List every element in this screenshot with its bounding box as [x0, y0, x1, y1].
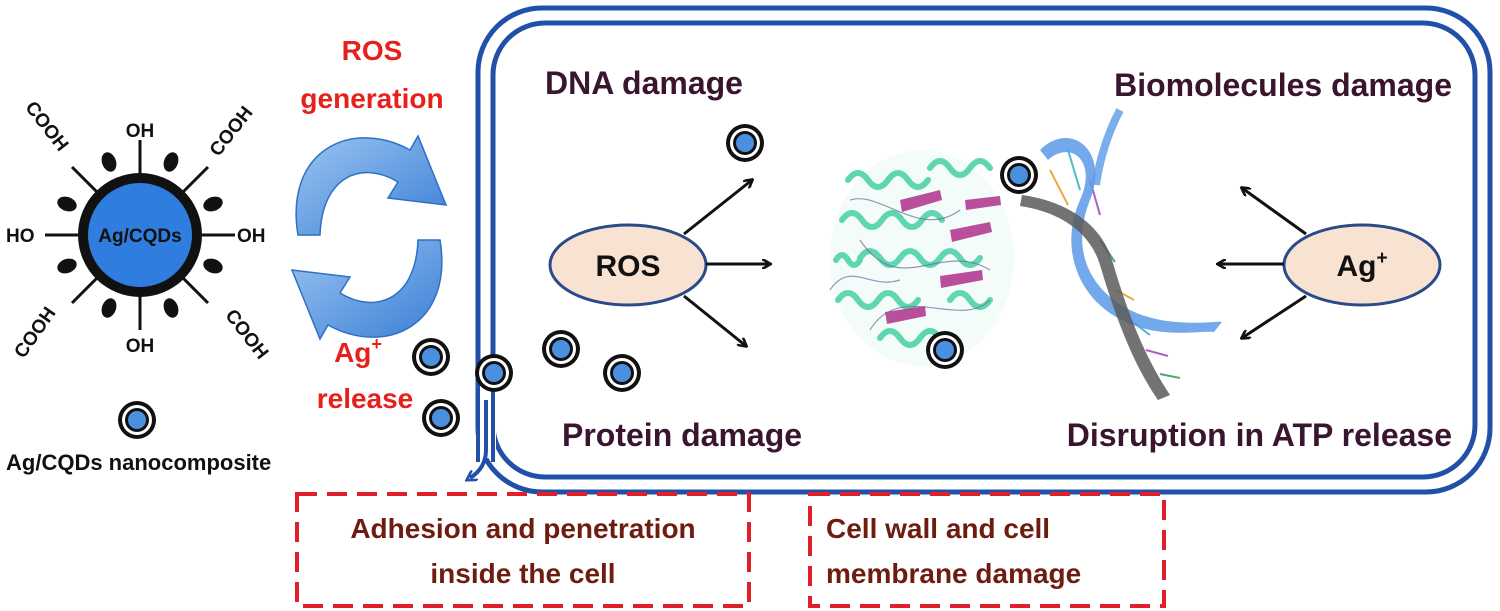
nanoparticle-sphere — [412, 338, 450, 376]
penetration-arrow — [470, 400, 488, 478]
ag-node-label: Ag+ — [1336, 248, 1387, 283]
ag-arrow-down — [1242, 294, 1307, 338]
ros-node: ROS — [548, 223, 708, 307]
ros-arrow-up — [683, 180, 752, 236]
group-oh-bottom: OH — [126, 336, 155, 357]
ag-arrow-up — [1242, 188, 1307, 236]
nanoparticle-sphere — [726, 124, 764, 162]
biomolecules-damage-label: Biomolecules damage — [1114, 67, 1452, 103]
nanoparticle-sphere — [542, 330, 580, 368]
nanoparticle-sphere — [422, 399, 460, 437]
cycle-arrow-lower — [290, 239, 443, 341]
group-cooh-lower-left: COOH — [11, 303, 61, 362]
group-cooh-lower-right: COOH — [221, 306, 273, 364]
cycle-generation-label: generation — [300, 83, 443, 114]
cell — [470, 5, 1493, 495]
particle-core-label: Ag/CQDs — [98, 226, 181, 247]
cycle: ROS generation Ag+ release — [290, 35, 448, 414]
group-ho-left: HO — [6, 226, 35, 247]
group-cooh-upper-left: COOH — [21, 98, 73, 156]
nanoparticle: Ag/CQDs OH OH HO OH COOH COOH COOH COOH — [6, 98, 272, 364]
ag-node: Ag+ — [1282, 223, 1442, 307]
ros-arrow-down — [683, 294, 746, 346]
nanoparticle-sphere — [1000, 156, 1038, 194]
cell-wall-line1: Cell wall and cell — [826, 513, 1050, 544]
legend-label: Ag/CQDs nanocomposite — [6, 450, 271, 475]
legend: Ag/CQDs nanocomposite — [6, 401, 271, 475]
nanoparticle-sphere — [926, 331, 964, 369]
nanoparticles — [412, 124, 1038, 437]
adhesion-box: Adhesion and penetration inside the cell — [295, 492, 751, 608]
protein-structure — [829, 150, 1014, 366]
cell-wall-line2: membrane damage — [826, 558, 1081, 589]
adhesion-line2: inside the cell — [430, 558, 615, 589]
dna-strand-blue — [1040, 138, 1222, 333]
ros-node-label: ROS — [595, 250, 660, 283]
atp-disruption-label: Disruption in ATP release — [1067, 417, 1452, 453]
nanocomposite-icon — [118, 401, 156, 439]
surface-dots — [57, 152, 223, 318]
adhesion-line1: Adhesion and penetration — [350, 513, 695, 544]
protein-damage-label: Protein damage — [562, 417, 802, 453]
nanoparticle-sphere — [603, 354, 641, 392]
nanoparticle-sphere — [475, 354, 513, 392]
dna-strand-gray — [1020, 195, 1170, 400]
group-cooh-upper-right: COOH — [206, 103, 258, 161]
cycle-ag-label: Ag+ — [334, 334, 382, 368]
group-oh-top: OH — [126, 121, 155, 142]
particle-core — [88, 183, 192, 287]
group-oh-right: OH — [237, 226, 266, 247]
cell-inner-membrane — [490, 20, 1478, 480]
cycle-release-label: release — [317, 383, 414, 414]
dna-damage-label: DNA damage — [545, 65, 743, 101]
cycle-arrow-upper — [295, 134, 448, 236]
cell-outer-membrane — [475, 5, 1493, 495]
dna-helix — [1020, 108, 1222, 400]
cycle-ros-label: ROS — [342, 35, 403, 66]
cell-wall-box: Cell wall and cell membrane damage — [808, 492, 1166, 608]
